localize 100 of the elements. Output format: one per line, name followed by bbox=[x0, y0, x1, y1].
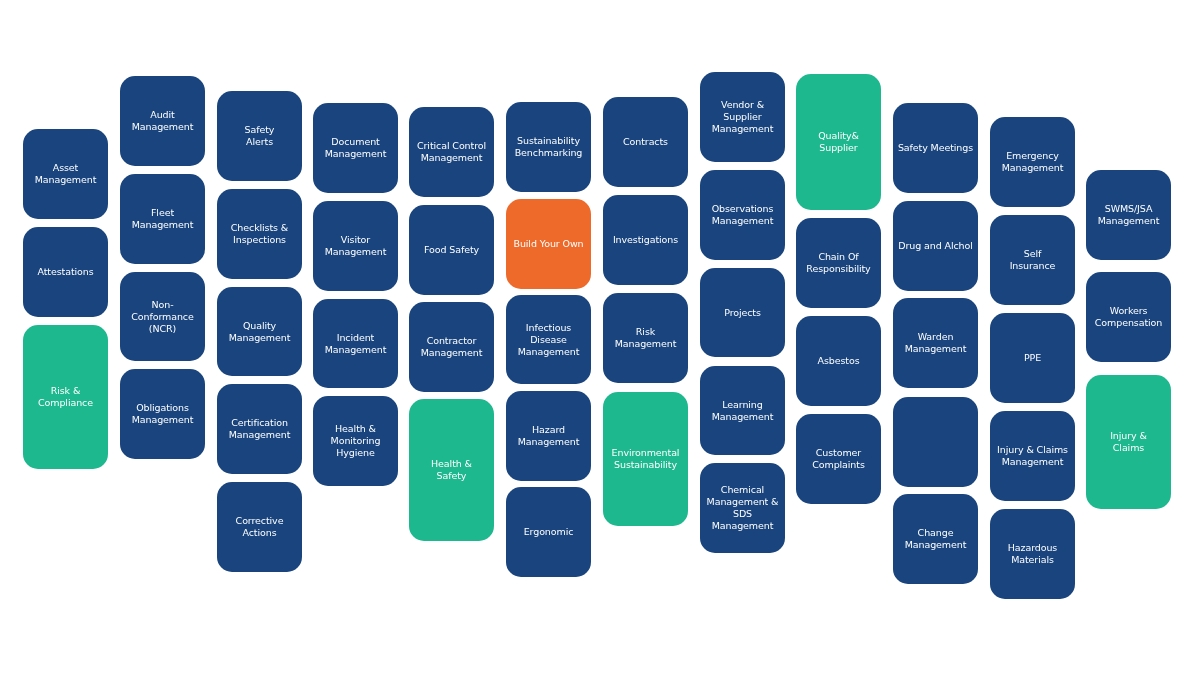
tile-label: Fleet Management bbox=[130, 207, 195, 231]
module-tile bbox=[603, 195, 688, 285]
blank-tile bbox=[893, 397, 978, 487]
tile-label: Visitor Management bbox=[323, 234, 388, 258]
tile-label: Drug and Alchol bbox=[898, 240, 973, 252]
tile-label: Vendor & Supplier Management bbox=[710, 99, 775, 135]
module-tile bbox=[603, 293, 688, 383]
module-tile bbox=[796, 316, 881, 406]
tile-label: Safety Alerts bbox=[243, 124, 276, 148]
tile-label: Workers Compensation bbox=[1093, 305, 1164, 329]
module-tile bbox=[700, 72, 785, 162]
module-tile bbox=[120, 174, 205, 264]
module-tile bbox=[893, 298, 978, 388]
tile-label: Observations Management bbox=[710, 203, 775, 227]
tile-label: Ergonomic bbox=[523, 526, 574, 538]
tile-label: Warden Management bbox=[903, 331, 968, 355]
tile-label: Environmental Sustainability bbox=[610, 447, 681, 471]
tile-label: Sustainability Benchmarking bbox=[513, 135, 584, 159]
module-tile bbox=[313, 396, 398, 486]
module-tile bbox=[313, 201, 398, 291]
module-tile bbox=[23, 227, 108, 317]
tile-label: Injury & Claims bbox=[1109, 430, 1148, 454]
module-tile bbox=[217, 91, 302, 181]
tile-label: Infectious Disease Management bbox=[516, 321, 581, 358]
tile-label: Quality Management bbox=[227, 319, 292, 344]
tile-label: Health & Safety bbox=[430, 458, 473, 482]
module-tile bbox=[409, 302, 494, 392]
module-tile bbox=[893, 494, 978, 584]
module-tile bbox=[313, 299, 398, 388]
module-tile bbox=[217, 482, 302, 572]
tile-label: SWMS/JSA Management bbox=[1096, 203, 1161, 227]
tile-label: Chain Of Responsibility bbox=[805, 251, 872, 275]
tile-label: Learning Management bbox=[710, 398, 775, 423]
tile-label: Hazard Management bbox=[516, 424, 581, 448]
module-tile bbox=[1086, 170, 1171, 260]
module-tile bbox=[893, 201, 978, 291]
tile-label: Obligations Management bbox=[130, 402, 195, 426]
tile-label: Audit Management bbox=[130, 109, 195, 133]
module-tile bbox=[700, 366, 785, 455]
tile-label: Self Insurance bbox=[1008, 248, 1057, 272]
module-tile bbox=[796, 414, 881, 504]
module-tile bbox=[796, 74, 881, 210]
module-tile bbox=[313, 103, 398, 193]
module-tile bbox=[409, 399, 494, 541]
module-tile bbox=[409, 205, 494, 295]
module-tile bbox=[23, 129, 108, 219]
tile-label: Checklists & Inspections bbox=[229, 222, 290, 246]
module-tile bbox=[796, 218, 881, 308]
module-tile bbox=[409, 107, 494, 197]
tile-label: Change Management bbox=[903, 527, 968, 551]
module-tile bbox=[506, 199, 591, 289]
tile-label: Investigations bbox=[612, 234, 679, 246]
tile-label: Emergency Management bbox=[1000, 150, 1065, 174]
module-tile bbox=[700, 268, 785, 357]
module-tile bbox=[217, 384, 302, 474]
tile-label: Contracts bbox=[623, 136, 668, 148]
module-tile bbox=[23, 325, 108, 469]
tile-label: Attestations bbox=[37, 266, 94, 278]
module-tile bbox=[990, 509, 1075, 599]
tile-label: Critical Control Management bbox=[416, 140, 487, 164]
tile-label: Health & Monitoring Hygiene bbox=[329, 423, 382, 459]
module-tile bbox=[990, 313, 1075, 403]
module-tile bbox=[217, 189, 302, 279]
module-tile bbox=[506, 295, 591, 384]
module-tile bbox=[603, 392, 688, 526]
tile-label: Quality& Supplier bbox=[817, 130, 860, 154]
tile-label: Customer Complaints bbox=[811, 447, 866, 471]
tile-label: Risk & Compliance bbox=[37, 385, 94, 409]
module-tile bbox=[120, 369, 205, 459]
tile-label: Corrective Actions bbox=[234, 515, 285, 539]
module-tile bbox=[893, 103, 978, 193]
module-tile bbox=[603, 97, 688, 187]
tile-label: Certification Management bbox=[227, 417, 292, 441]
tile-label: Projects bbox=[724, 306, 761, 319]
module-tile bbox=[1086, 272, 1171, 362]
module-tile bbox=[506, 102, 591, 192]
tile-label: Food Safety bbox=[423, 244, 480, 256]
module-tile bbox=[506, 391, 591, 481]
module-tile bbox=[120, 272, 205, 361]
module-tile bbox=[990, 117, 1075, 207]
module-tile bbox=[700, 170, 785, 260]
tile-label: Safety Meetings bbox=[897, 142, 974, 154]
tile-label: Non-Conformance (NCR) bbox=[130, 298, 195, 335]
tile-label: Contractor Management bbox=[419, 335, 484, 359]
tile-label: Asset Management bbox=[33, 162, 98, 186]
tile-label: Hazardous Materials bbox=[1006, 542, 1059, 566]
module-tile bbox=[990, 411, 1075, 501]
tile-label: PPE bbox=[1023, 352, 1042, 364]
module-tile bbox=[506, 487, 591, 577]
tile-label: Risk Management bbox=[613, 326, 678, 350]
module-tile bbox=[217, 287, 302, 376]
tile-label: Build Your Own bbox=[513, 238, 584, 250]
tile-label: Chemical Management & SDS Management bbox=[705, 484, 780, 532]
module-tile bbox=[120, 76, 205, 166]
tile-label: Injury & Claims Management bbox=[996, 444, 1069, 468]
tile-label: Incident Management bbox=[323, 331, 388, 356]
module-tile bbox=[1086, 375, 1171, 509]
module-tile bbox=[990, 215, 1075, 305]
tile-label: Asbestos bbox=[817, 355, 860, 367]
tile-label: Document Management bbox=[323, 136, 388, 160]
